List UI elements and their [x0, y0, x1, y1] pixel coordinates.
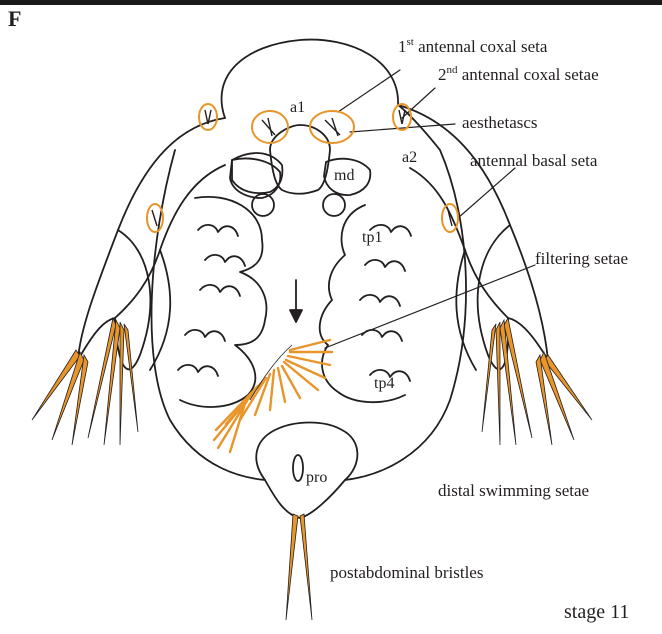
stage-label: stage 11: [564, 601, 629, 623]
label-filtering-setae: filtering setae: [535, 249, 628, 268]
postabdominal-bristle: [286, 514, 298, 620]
label-antennal-basal-seta: antennal basal seta: [470, 151, 598, 170]
label-coxal-setae-2: 2nd antennal coxal setae: [438, 64, 599, 84]
highlight-left-coxal: [199, 104, 217, 130]
left-limbs: [180, 197, 266, 407]
label-aesthetascs: aesthetascs: [462, 113, 538, 132]
label-postabdominal-bristles: postabdominal bristles: [330, 563, 483, 582]
structure-a2: a2: [402, 149, 417, 166]
right-antenna-outline: [398, 105, 548, 360]
carapace-outline: [151, 105, 466, 480]
head-outline: [222, 40, 399, 118]
label-coxal-seta-1: 1st antennal coxal seta: [398, 36, 548, 56]
filtering-setae-fan: [214, 340, 332, 452]
panel-letter: F: [8, 6, 21, 31]
structure-tp1: tp1: [362, 229, 382, 246]
structure-a1: a1: [290, 99, 305, 116]
right-swimming-seta: [544, 355, 592, 420]
structure-tp4: tp4: [374, 375, 394, 392]
structure-pro: pro: [306, 469, 327, 486]
structure-md: md: [334, 167, 354, 184]
label-distal-swimming-setae: distal swimming setae: [438, 481, 589, 500]
leader-coxal-1: [338, 70, 400, 112]
pro-organ: [293, 455, 303, 481]
